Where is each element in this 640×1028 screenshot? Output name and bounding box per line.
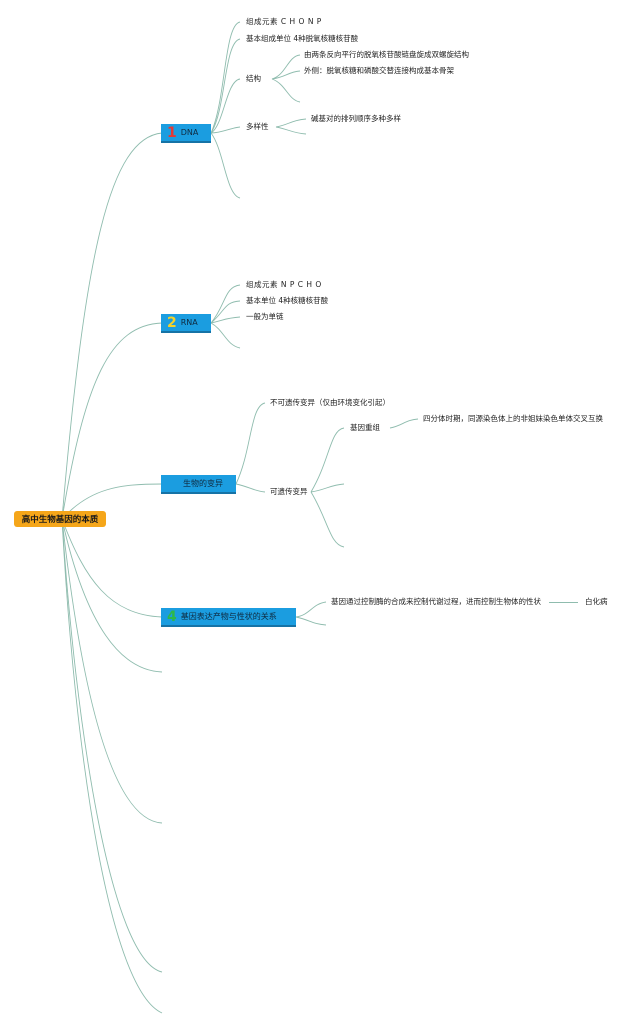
variation-heritable[interactable]: 可遗传变异 bbox=[270, 487, 308, 496]
expression-example[interactable]: 白化病 bbox=[585, 597, 608, 606]
topic-label: RNA bbox=[180, 318, 198, 327]
root-empty-branch-3 bbox=[61, 518, 163, 973]
dna-to-diversity-line bbox=[210, 126, 241, 134]
dna-to-unit-line bbox=[210, 38, 241, 134]
rna-elements[interactable]: 组成元素 N P C H O bbox=[246, 280, 322, 289]
dna-unit[interactable]: 基本组成单位 4种脱氧核糖核苷酸 bbox=[246, 34, 359, 43]
dna-to-structure-line bbox=[210, 78, 241, 134]
rna-to-unit-line bbox=[210, 300, 241, 324]
rna-to-strand-line bbox=[210, 316, 241, 324]
variation-to-heritable-line bbox=[235, 483, 266, 493]
topic-dna[interactable]: 1 DNA bbox=[161, 124, 211, 143]
topic-variation[interactable]: 生物的变异 bbox=[161, 475, 236, 494]
dna-to-empty-line bbox=[210, 132, 241, 199]
variation-recombination[interactable]: 基因重组 bbox=[350, 423, 380, 432]
root-to-dna-line bbox=[61, 132, 163, 520]
variation-non-heritable[interactable]: 不可遗传变异（仅由环境变化引起） bbox=[270, 398, 390, 407]
heritable-to-recombination-line bbox=[310, 427, 345, 493]
topic-number: 1 bbox=[167, 124, 177, 141]
dna-structure-detail-2[interactable]: 外侧：脱氧核糖和磷酸交替连接构成基本骨架 bbox=[304, 66, 454, 75]
dna-to-elements-line bbox=[210, 21, 241, 134]
expression-mechanism[interactable]: 基因通过控制酶的合成来控制代谢过程，进而控制生物体的性状 bbox=[331, 597, 541, 606]
heritable-to-empty2-line bbox=[310, 491, 345, 548]
recombination-to-detail-line bbox=[389, 418, 419, 429]
diversity-to-detail-line bbox=[275, 118, 307, 128]
dna-elements[interactable]: 组成元素 C H O N P bbox=[246, 17, 322, 26]
dna-structure-detail-1[interactable]: 由两条反向平行的脱氧核苷酸链盘旋成双螺旋结构 bbox=[304, 50, 469, 59]
rna-strand[interactable]: 一般为单链 bbox=[246, 312, 284, 321]
topic-label: 基因表达产物与性状的关系 bbox=[180, 612, 277, 621]
root-topic[interactable]: 高中生物基因的本质 bbox=[14, 511, 106, 527]
heritable-to-empty1-line bbox=[310, 483, 345, 493]
topic-number: 4 bbox=[167, 608, 177, 625]
topic-label: 生物的变异 bbox=[183, 479, 223, 488]
variation-recombination-detail[interactable]: 四分体时期，同源染色体上的非姐妹染色单体交叉互换 bbox=[423, 414, 603, 423]
expression-to-empty-line bbox=[295, 616, 327, 626]
rna-unit[interactable]: 基本单位 4种核糖核苷酸 bbox=[246, 296, 329, 305]
root-to-rna-line bbox=[61, 322, 163, 520]
root-empty-branch-4 bbox=[61, 518, 163, 1014]
dna-diversity[interactable]: 多样性 bbox=[246, 122, 269, 131]
topic-rna[interactable]: 2 RNA bbox=[161, 314, 211, 333]
root-to-expression-line bbox=[61, 518, 163, 618]
diversity-to-empty-line bbox=[275, 126, 307, 135]
rna-to-elements-line bbox=[210, 284, 241, 324]
topic-label: DNA bbox=[180, 128, 199, 137]
dna-structure[interactable]: 结构 bbox=[246, 74, 261, 83]
root-empty-branch-2 bbox=[61, 518, 163, 824]
root-empty-branch-1 bbox=[61, 518, 163, 673]
structure-to-detail2-line bbox=[271, 70, 301, 80]
topic-expression[interactable]: 4 基因表达产物与性状的关系 bbox=[161, 608, 296, 627]
rna-to-empty-line bbox=[210, 322, 241, 349]
variation-to-nonheritable-line bbox=[235, 402, 266, 485]
structure-to-empty-line bbox=[271, 78, 301, 103]
topic-number: 2 bbox=[167, 314, 177, 331]
structure-to-detail1-line bbox=[271, 54, 301, 80]
root-label: 高中生物基因的本质 bbox=[21, 515, 99, 525]
root-to-variation-line bbox=[61, 483, 163, 520]
mechanism-to-example-line bbox=[549, 602, 578, 603]
expression-to-mechanism-line bbox=[295, 601, 327, 618]
dna-diversity-detail[interactable]: 碱基对的排列顺序多种多样 bbox=[311, 114, 401, 123]
